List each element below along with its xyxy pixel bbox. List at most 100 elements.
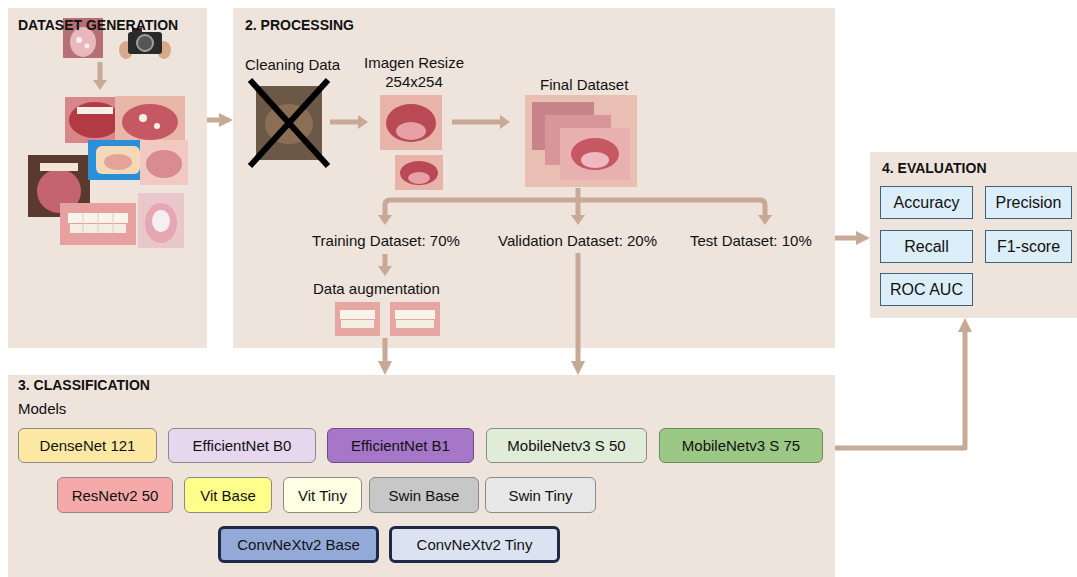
split-lines-part bbox=[378, 215, 392, 225]
layout-arrow bbox=[378, 254, 392, 276]
stage-panel: 4. EVALUATIONAccuracyPrecisionRecallF1-s… bbox=[870, 152, 1077, 318]
panel-title: 3. CLASSIFICATION bbox=[18, 377, 825, 393]
flow-arrow bbox=[383, 348, 388, 365]
model-label: EfficientNet B0 bbox=[193, 437, 292, 454]
teeth-photo-part bbox=[113, 213, 114, 233]
mouth-photo-part bbox=[104, 154, 132, 170]
model-box: DenseNet 121 bbox=[18, 428, 157, 463]
model-box: EfficientNet B0 bbox=[168, 428, 316, 463]
mouth-photo-part bbox=[96, 146, 140, 174]
model-label: Swin Tiny bbox=[508, 487, 572, 504]
model-box: Swin Base bbox=[369, 477, 479, 513]
feed-line-part bbox=[576, 253, 581, 349]
discarded-photo-part bbox=[250, 80, 328, 166]
mouth-photo-part bbox=[88, 140, 148, 180]
split-lines-part bbox=[758, 215, 772, 225]
model-label: EfficientNet B1 bbox=[351, 437, 450, 454]
teeth-photo bbox=[335, 302, 380, 336]
split-lines bbox=[378, 188, 772, 225]
teeth-photo-part bbox=[98, 213, 99, 233]
teeth-photo-part bbox=[340, 310, 375, 319]
flow-arrow bbox=[835, 236, 860, 241]
dataset-collage-part bbox=[581, 152, 609, 168]
mouth-photo bbox=[140, 140, 188, 185]
model-box: ConvNeXtv2 Base bbox=[218, 526, 379, 563]
metric-box: Recall bbox=[880, 230, 973, 263]
metric-box: Precision bbox=[985, 186, 1072, 219]
mouth-photo-part bbox=[115, 96, 185, 144]
model-label: DenseNet 121 bbox=[40, 437, 136, 454]
mouth-photo bbox=[115, 96, 185, 144]
model-box: MobileNetv3 S 75 bbox=[659, 428, 823, 463]
layout-arrow-part bbox=[330, 120, 359, 125]
resized-photo bbox=[395, 155, 443, 190]
mouth-photo-part bbox=[77, 107, 113, 114]
flow-arrow bbox=[835, 328, 965, 448]
layout-arrow bbox=[93, 62, 107, 90]
mouth-photo-part bbox=[139, 114, 147, 122]
camera-photo-part bbox=[128, 32, 162, 54]
metric-label: ROC AUC bbox=[890, 281, 963, 299]
teeth-photo-part bbox=[395, 310, 435, 319]
step-label: Training Dataset: 70% bbox=[312, 231, 460, 250]
mouth-photo-part bbox=[140, 140, 188, 185]
teeth-photo-part bbox=[390, 302, 440, 336]
teeth-photo-part bbox=[60, 203, 136, 245]
mouth-photo-part bbox=[69, 102, 121, 138]
resized-photo-part bbox=[400, 161, 438, 185]
model-label: Vit Base bbox=[200, 487, 256, 504]
camera-photo-part bbox=[137, 35, 153, 51]
resized-photo bbox=[380, 95, 442, 150]
panel-title: 2. PROCESSING bbox=[245, 17, 823, 33]
tongue-photo-part bbox=[138, 193, 184, 248]
panel-subtitle: Models bbox=[18, 400, 825, 417]
resized-photo-part bbox=[408, 172, 430, 184]
tongue-photo-part bbox=[76, 37, 82, 43]
split-lines-part bbox=[571, 215, 585, 225]
mouth-photo-part bbox=[146, 150, 182, 178]
metric-label: F1-score bbox=[997, 238, 1060, 256]
dataset-collage-part bbox=[525, 95, 637, 187]
layout-arrow-part bbox=[383, 254, 388, 267]
step-label: Validation Dataset: 20% bbox=[498, 231, 657, 250]
discarded-photo-part bbox=[250, 80, 328, 166]
layout-arrow-part bbox=[378, 266, 392, 276]
camera-photo-part bbox=[120, 20, 170, 60]
flow-arrow bbox=[576, 348, 581, 365]
model-label: ResNetv2 50 bbox=[72, 487, 159, 504]
camera-photo-part bbox=[132, 28, 142, 33]
model-box: ConvNeXtv2 Tiny bbox=[389, 526, 560, 563]
metric-box: F1-score bbox=[985, 230, 1072, 263]
tongue-photo-part bbox=[70, 27, 96, 57]
step-label: Cleaning Data bbox=[245, 55, 340, 74]
mouth-photo bbox=[88, 140, 148, 180]
teeth-photo-part bbox=[83, 213, 84, 233]
layout-arrow-part bbox=[93, 80, 107, 90]
model-label: Swin Base bbox=[389, 487, 460, 504]
mouth-photo-part bbox=[154, 123, 160, 129]
metric-label: Precision bbox=[996, 194, 1062, 212]
resized-photo-part bbox=[395, 155, 443, 190]
resized-photo-part bbox=[396, 122, 426, 140]
dataset-collage-part bbox=[571, 138, 619, 170]
step-label: Final Dataset bbox=[540, 75, 628, 94]
flow-arrow bbox=[207, 118, 223, 123]
resized-photo-part bbox=[386, 104, 436, 142]
teeth-photo bbox=[60, 203, 136, 245]
layout-arrow-part bbox=[98, 62, 103, 81]
layout-arrow-part bbox=[500, 115, 510, 129]
model-label: Vit Tiny bbox=[298, 487, 347, 504]
teeth-photo bbox=[390, 302, 440, 336]
feed-line bbox=[385, 253, 578, 349]
teeth-photo-part bbox=[335, 302, 380, 336]
stage-panel: 3. CLASSIFICATION ModelsDenseNet 121 Effic… bbox=[8, 375, 835, 577]
step-label: Imagen Resize 254x254 bbox=[358, 53, 470, 91]
model-label: ConvNeXtv2 Base bbox=[237, 536, 360, 553]
model-box: Vit Tiny bbox=[283, 477, 362, 513]
model-label: MobileNetv3 S 75 bbox=[682, 437, 800, 454]
feed-line-part bbox=[383, 338, 388, 349]
model-box: EfficientNet B1 bbox=[327, 428, 474, 463]
resized-photo-part bbox=[380, 95, 442, 150]
layout-arrow bbox=[452, 115, 510, 129]
metric-label: Recall bbox=[904, 238, 948, 256]
